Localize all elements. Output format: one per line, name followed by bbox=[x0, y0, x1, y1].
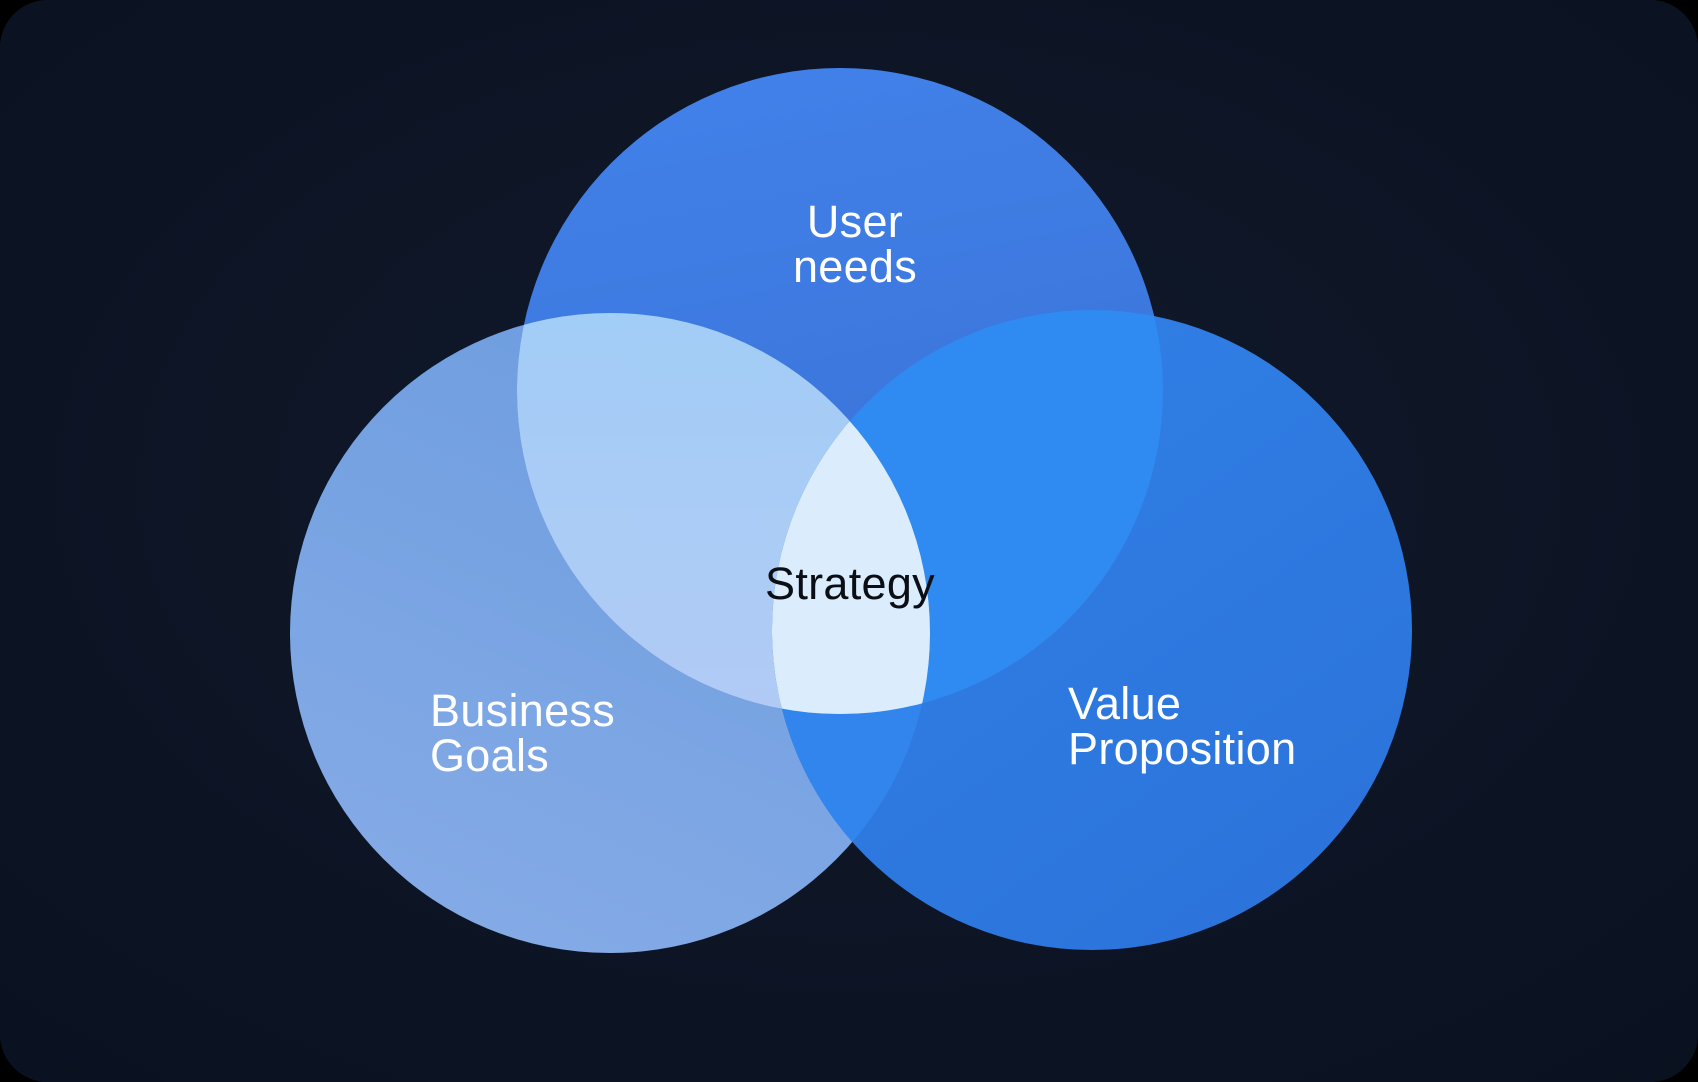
label-value-proposition: Value Proposition bbox=[1068, 681, 1296, 771]
label-user-needs-line1: User bbox=[806, 196, 904, 247]
label-business-goals: Business Goals bbox=[430, 688, 615, 778]
label-strategy-text: Strategy bbox=[765, 558, 935, 609]
label-value-proposition-line1: Value bbox=[1068, 678, 1182, 729]
label-strategy: Strategy bbox=[765, 561, 935, 606]
label-value-proposition-line2: Proposition bbox=[1068, 723, 1297, 774]
label-business-goals-line2: Goals bbox=[430, 730, 550, 781]
label-business-goals-line1: Business bbox=[430, 685, 615, 736]
label-user-needs-line2: needs bbox=[792, 241, 918, 292]
label-user-needs: User needs bbox=[793, 199, 917, 289]
